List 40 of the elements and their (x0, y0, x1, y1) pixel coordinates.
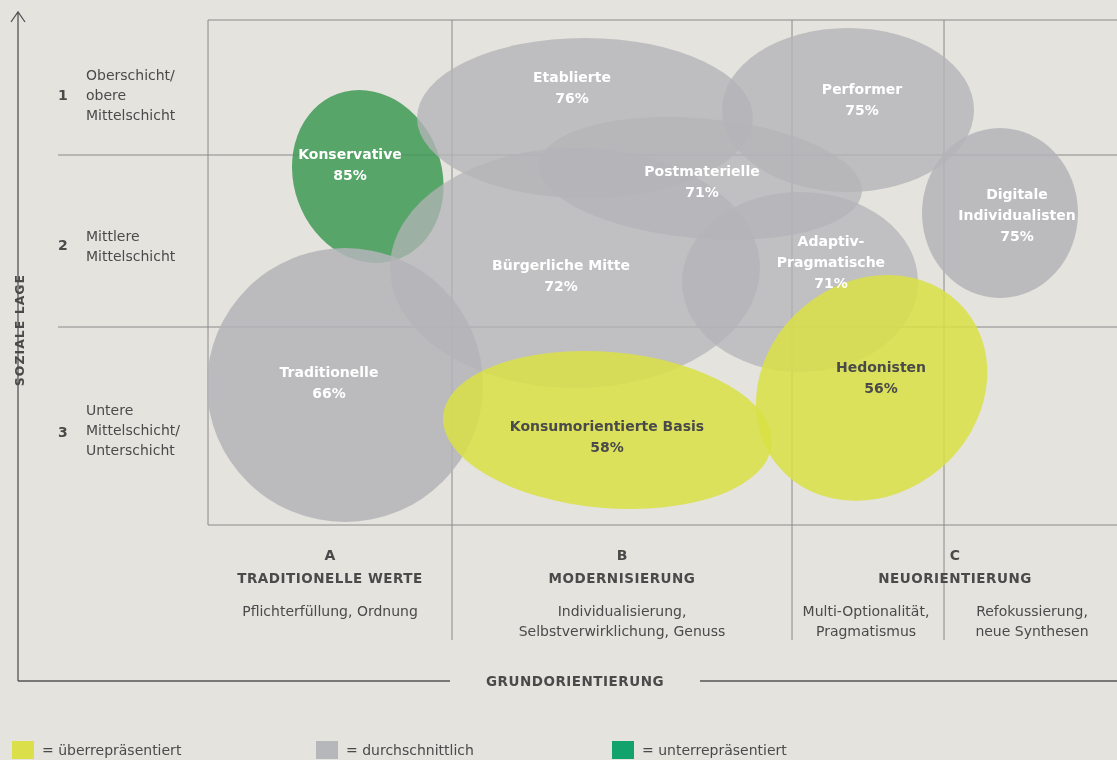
milieu-name: Digitale Individualisten (957, 184, 1077, 225)
percentage-value: 71% (813, 273, 849, 293)
column-title: MODERNISIERUNG (547, 569, 697, 588)
legend-label: = durchschnittlich (346, 741, 474, 760)
legend-label: = unterrepräsentiert (642, 741, 787, 760)
milieu-name: Konservative (298, 145, 402, 164)
percentage-value: 85% (332, 166, 368, 185)
percentage-value: 66% (311, 384, 347, 403)
row-number: 1 (58, 86, 69, 105)
column-letter: C (948, 546, 962, 565)
percentage-value: 72% (543, 277, 579, 296)
row-label: Oberschicht/ obere Mittelschicht (86, 66, 177, 125)
row-number: 2 (58, 236, 69, 255)
row-label: Untere Mittelschicht/ Unterschicht (86, 401, 181, 460)
percentage-value: 56% (863, 379, 899, 398)
milieu-name: Hedonisten (835, 358, 927, 377)
column-description: Pflichterfüllung, Ordnung (241, 602, 419, 621)
milieu-name: Bürgerliche Mitte (492, 256, 630, 275)
milieu-name: Traditionelle (279, 363, 379, 382)
percentage-value: 75% (999, 226, 1035, 246)
percentage-value: 58% (589, 438, 625, 457)
column-title: TRADITIONELLE WERTE (236, 569, 424, 588)
milieu-name: Etablierte (533, 68, 611, 87)
percentage-value: 71% (684, 183, 720, 202)
row-label: Mittlere Mittelschicht (86, 227, 177, 266)
column-letter: A (323, 546, 337, 565)
milieu-name: Postmaterielle (644, 162, 760, 181)
axis-title: SOZIALE LAGE (11, 272, 28, 389)
legend-label: = überrepräsentiert (42, 741, 182, 760)
column-description: Refokussierung, neue Synthesen (974, 602, 1090, 641)
row-number: 3 (58, 423, 69, 442)
column-title: NEUORIENTIERUNG (877, 569, 1033, 588)
milieu-name: Performer (821, 80, 903, 99)
percentage-value: 76% (554, 89, 590, 108)
column-description: Multi-Optionalität, Pragmatismus (801, 602, 931, 641)
column-description: Individualisierung, Selbstverwirklichung, Genuss (517, 602, 727, 641)
milieu-name: Adaptiv-Pragmatische (776, 231, 886, 272)
column-letter: B (615, 546, 629, 565)
percentage-value: 75% (844, 101, 880, 120)
milieu-name: Konsumorientierte Basis (509, 417, 705, 436)
